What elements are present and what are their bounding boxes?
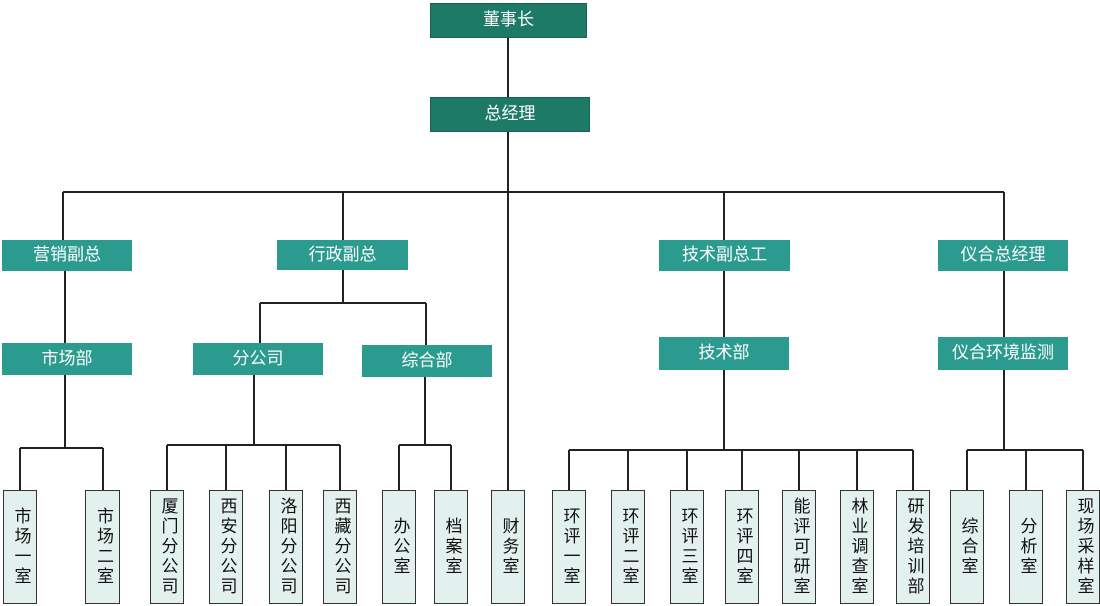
- market-room-1: 市场一室: [3, 490, 37, 604]
- market-department-box: 市场部: [2, 343, 132, 375]
- tech-department-box: 技术部: [659, 337, 789, 370]
- env-room-1: 环评一室: [552, 490, 586, 604]
- xizang-branch: 西藏分公司: [323, 490, 357, 604]
- env-room-3: 环评三室: [670, 490, 704, 604]
- monitoring-box: 仪合环境监测: [938, 337, 1068, 370]
- luoyang-branch: 洛阳分公司: [269, 490, 303, 604]
- analysis-room: 分析室: [1009, 490, 1043, 604]
- general-room: 综合室: [950, 490, 984, 604]
- marketing-vp-box: 营销副总: [2, 240, 132, 271]
- rnd-training-dept: 研发培训部: [896, 490, 930, 604]
- general-manager-box: 总经理: [430, 97, 590, 132]
- admin-vp-box: 行政副总: [277, 240, 408, 270]
- energy-study-room: 能评可研室: [782, 490, 816, 604]
- branches-box: 分公司: [193, 343, 323, 375]
- field-sampling-room: 现场采样室: [1066, 490, 1100, 604]
- office-room: 办公室: [382, 490, 416, 604]
- xian-branch: 西安分公司: [209, 490, 243, 604]
- env-room-4: 环评四室: [725, 490, 759, 604]
- tech-vp-box: 技术副总工: [659, 240, 790, 271]
- env-room-2: 环评二室: [611, 490, 645, 604]
- xiamen-branch: 厦门分公司: [150, 490, 184, 604]
- forestry-survey-room: 林业调查室: [840, 490, 874, 604]
- instrument-gm-box: 仪合总经理: [938, 240, 1068, 271]
- archives-room: 档案室: [434, 490, 468, 604]
- market-room-2: 市场二室: [85, 490, 120, 604]
- general-department-box: 综合部: [362, 345, 492, 377]
- finance-room: 财务室: [491, 490, 525, 604]
- chairman-box: 董事长: [430, 3, 587, 38]
